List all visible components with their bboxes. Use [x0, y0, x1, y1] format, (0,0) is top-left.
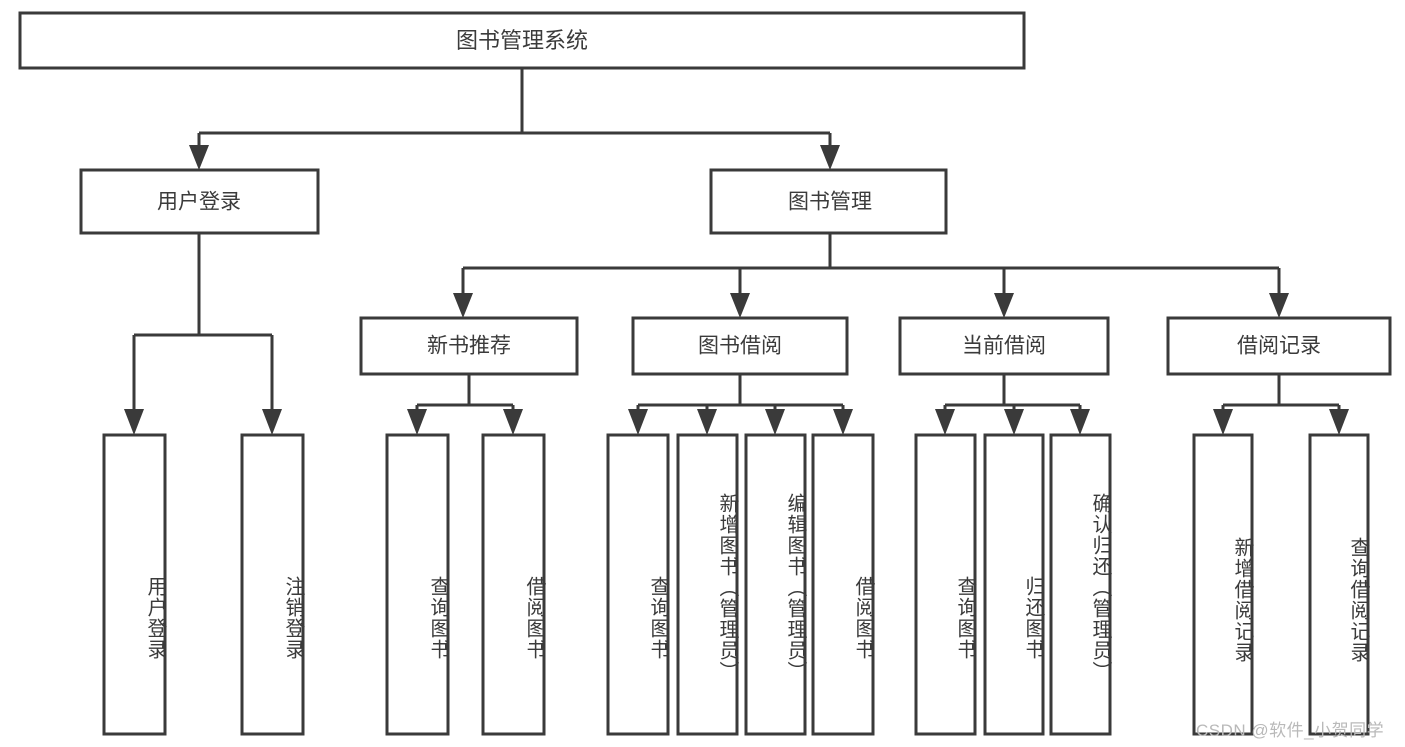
arrow-to-leaf-borrow-book-1: [503, 409, 523, 435]
leaf-box-query-book-2[interactable]: [606, 433, 670, 736]
current-borrow-box[interactable]: [898, 316, 1110, 376]
leaf-box-confirm-return-admin[interactable]: [1049, 433, 1112, 736]
arrow-to-leaf-add-borrow-record: [1213, 409, 1233, 435]
leaf-box-user-login[interactable]: [102, 433, 167, 736]
borrow-record-label: 借阅记录: [1237, 335, 1321, 358]
book-manage-label: 图书管理: [788, 191, 872, 214]
arrow-to-leaf-query-book-3: [935, 409, 955, 435]
node-root[interactable]: 图书管理系统: [18, 11, 1026, 70]
arrow-to-new-book-recommend: [453, 293, 473, 318]
current-borrow-label: 当前借阅: [962, 335, 1046, 358]
leaf-box-edit-book-admin[interactable]: [744, 433, 807, 736]
arrow-to-leaf-edit-book-admin: [765, 409, 785, 435]
arrow-root-to-book-manage: [820, 145, 840, 170]
borrow-record-box[interactable]: [1166, 316, 1392, 376]
new-book-recommend-box[interactable]: [359, 316, 579, 376]
connector-group-book-borrow: [628, 374, 853, 435]
arrow-to-borrow-record: [1269, 293, 1289, 318]
node-borrow-record[interactable]: 借阅记录: [1166, 316, 1392, 376]
node-new-book-recommend[interactable]: 新书推荐: [359, 316, 579, 376]
arrow-to-leaf-return-book: [1004, 409, 1024, 435]
connector-group-current-borrow: [935, 374, 1090, 435]
connector-group-new-book-recommend: [407, 374, 523, 435]
arrow-to-leaf-user-login: [124, 409, 144, 435]
user-login-label: 用户登录: [157, 191, 241, 214]
arrow-to-leaf-query-borrow-record: [1329, 409, 1349, 435]
leaf-box-query-borrow-record[interactable]: [1308, 433, 1370, 736]
user-login-box[interactable]: [79, 168, 320, 235]
node-current-borrow[interactable]: 当前借阅: [898, 316, 1110, 376]
node-book-borrow[interactable]: 图书借阅: [631, 316, 849, 376]
connector-group-user-login: [124, 233, 282, 435]
node-user-login[interactable]: 用户登录: [79, 168, 320, 235]
leaf-box-add-book-admin[interactable]: [676, 433, 739, 736]
arrow-to-leaf-borrow-book-2: [833, 409, 853, 435]
csdn-watermark: CSDN @软件_小贺同学: [1196, 721, 1385, 740]
leaf-box-query-book-1[interactable]: [385, 433, 450, 736]
leaf-box-logout[interactable]: [240, 433, 305, 736]
root-box[interactable]: [18, 11, 1026, 70]
arrow-root-to-user-login: [189, 145, 209, 170]
leaf-box-borrow-book-1[interactable]: [481, 433, 546, 736]
leaf-box-add-borrow-record[interactable]: [1192, 433, 1254, 736]
new-book-recommend-label: 新书推荐: [427, 335, 511, 358]
arrow-to-book-borrow: [730, 293, 750, 318]
connector-group-book-manage: [453, 233, 1289, 318]
arrow-to-current-borrow: [994, 293, 1014, 318]
node-book-manage[interactable]: 图书管理: [709, 168, 948, 235]
connector-group-root: [189, 68, 840, 170]
root-label: 图书管理系统: [456, 28, 588, 53]
book-manage-box[interactable]: [709, 168, 948, 235]
arrow-to-leaf-query-book-1: [407, 409, 427, 435]
arrow-to-leaf-confirm-return-admin: [1070, 409, 1090, 435]
book-borrow-label: 图书借阅: [698, 335, 782, 358]
connector-group-borrow-record: [1213, 374, 1349, 435]
leaf-box-borrow-book-2[interactable]: [811, 433, 875, 736]
arrow-to-leaf-add-book-admin: [697, 409, 717, 435]
leaf-box-query-book-3[interactable]: [914, 433, 977, 736]
leaf-box-return-book[interactable]: [983, 433, 1045, 736]
arrow-to-leaf-logout: [262, 409, 282, 435]
book-borrow-box[interactable]: [631, 316, 849, 376]
arrow-to-leaf-query-book-2: [628, 409, 648, 435]
